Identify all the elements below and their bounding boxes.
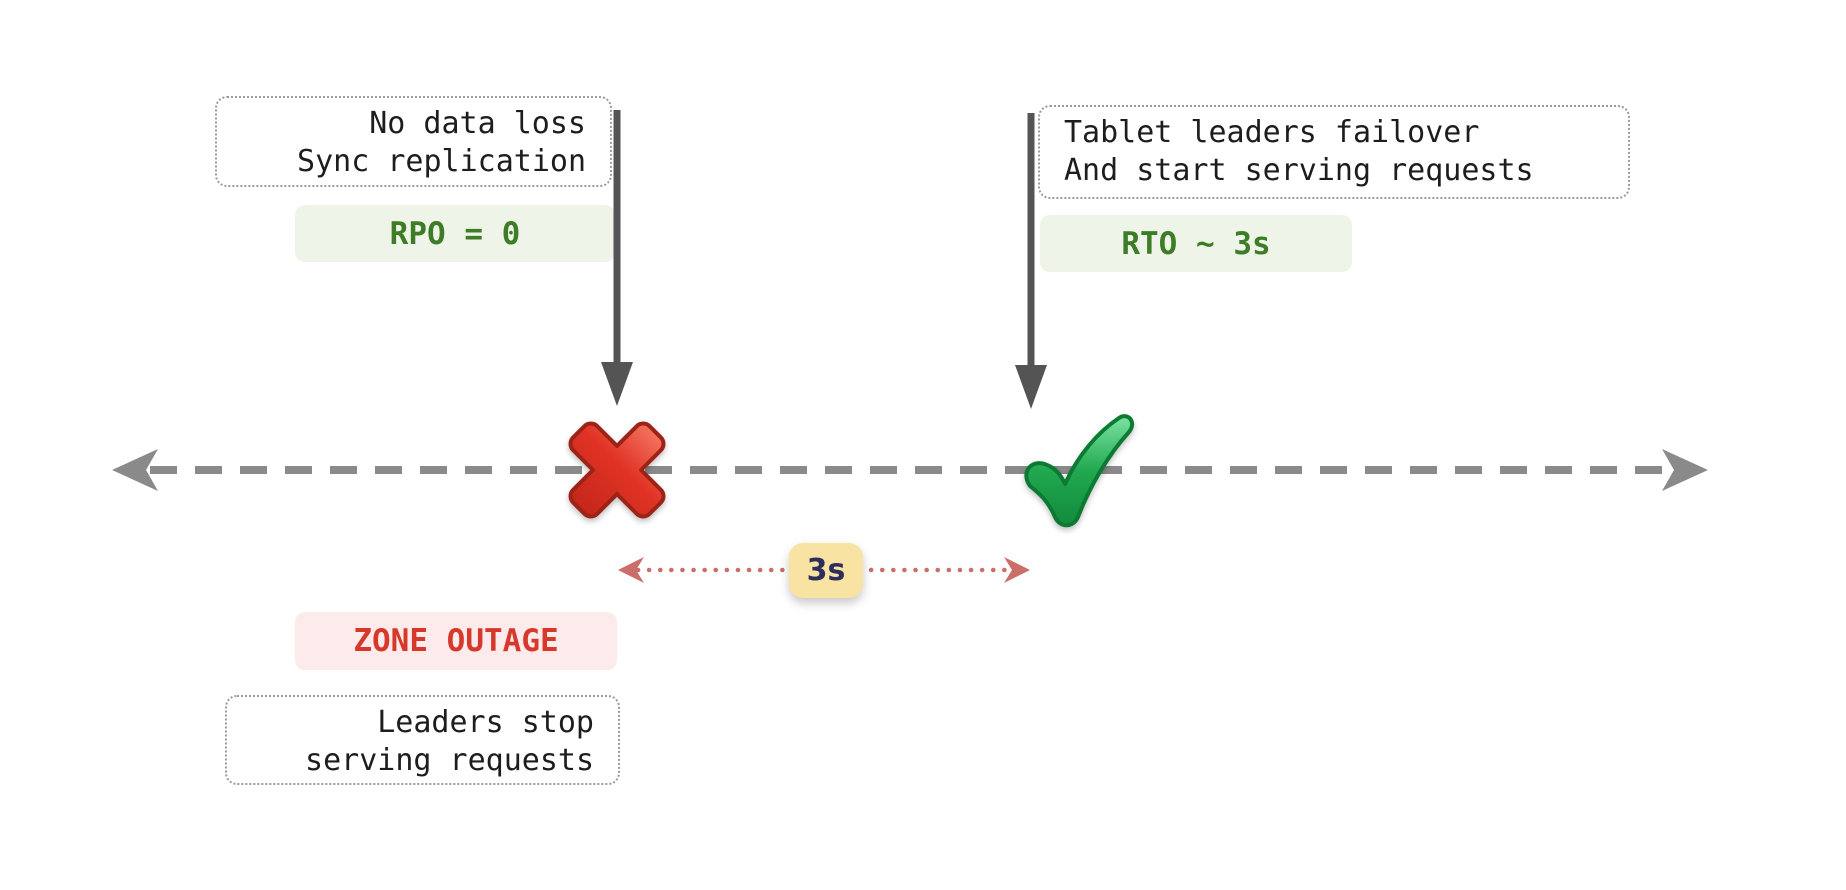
sync-replication-note-line2: Sync replication (297, 144, 586, 179)
timeline-axis (112, 449, 1708, 491)
interval-measure-arrow (618, 557, 1030, 583)
zone-outage-badge: ZONE OUTAGE (295, 612, 617, 670)
timeline-right-arrowhead-icon (1662, 449, 1708, 491)
failover-note-line1: Tablet leaders failover (1064, 115, 1480, 150)
outage-effect-note-line2: serving requests (305, 743, 594, 778)
outage-effect-note-line1: Leaders stop (377, 705, 594, 740)
rpo-badge-label: RPO = 0 (389, 215, 521, 252)
sync-replication-note-line1: No data loss (369, 106, 586, 141)
rpo-badge: RPO = 0 (295, 205, 615, 262)
timeline-left-arrowhead-icon (112, 449, 158, 491)
outage-effect-note: Leaders stop serving requests (225, 695, 620, 785)
failover-note-line2: And start serving requests (1064, 153, 1534, 188)
cross-mark-icon (568, 421, 666, 519)
rto-badge-label: RTO ~ 3s (1121, 225, 1271, 262)
interval-badge-label: 3s (806, 553, 846, 588)
sync-replication-note: No data loss Sync replication (215, 96, 612, 187)
outage-pointer-arrow-icon (601, 110, 633, 406)
failover-note: Tablet leaders failover And start servin… (1038, 105, 1630, 199)
measure-right-arrowhead-icon (1004, 557, 1030, 583)
interval-badge: 3s (789, 543, 863, 598)
rto-badge: RTO ~ 3s (1040, 215, 1352, 272)
recovery-pointer-arrow-icon (1015, 113, 1047, 409)
zone-outage-badge-label: ZONE OUTAGE (353, 623, 559, 659)
measure-left-arrowhead-icon (618, 557, 644, 583)
check-mark-icon (1024, 414, 1135, 528)
